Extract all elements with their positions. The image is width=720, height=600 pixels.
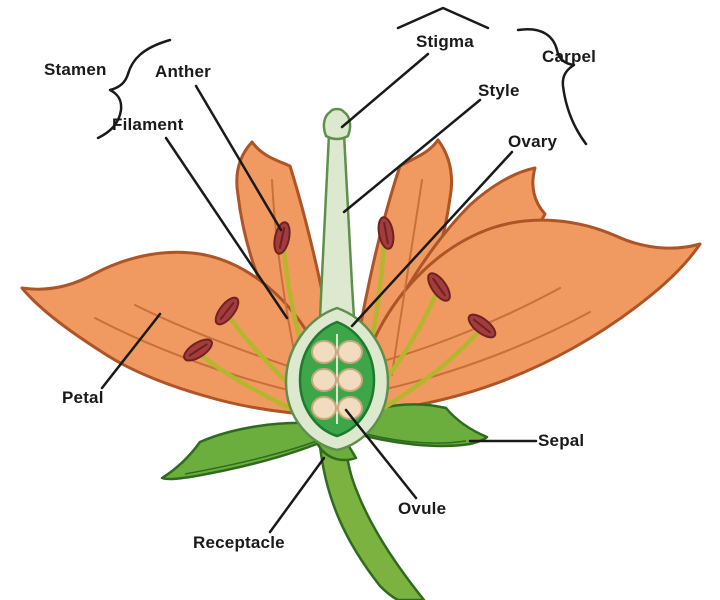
leader-ovary <box>350 150 514 328</box>
label-ovary: Ovary <box>508 132 558 151</box>
stigma-shape <box>322 107 352 141</box>
label-sepal: Sepal <box>538 431 585 450</box>
ovule-6 <box>337 396 363 420</box>
stem <box>318 442 426 600</box>
label-stamen: Stamen <box>44 60 107 79</box>
label-carpel: Carpel <box>542 47 597 66</box>
leader-petal <box>100 312 162 390</box>
label-style: Style <box>478 81 520 100</box>
label-anther: Anther <box>155 62 211 81</box>
bracket-stamen <box>96 38 172 140</box>
ovules-group <box>311 340 363 420</box>
leader-lines <box>100 52 538 534</box>
label-stigma: Stigma <box>416 32 474 51</box>
bracket-carpel <box>516 27 588 146</box>
label-receptacle: Receptacle <box>193 533 285 552</box>
petals-group <box>20 138 702 418</box>
style-shape <box>318 132 356 320</box>
leader-style <box>342 98 482 214</box>
petal-right <box>350 218 702 416</box>
label-filament: Filament <box>112 115 184 134</box>
stem-group <box>318 442 426 600</box>
ovule-1 <box>311 340 337 364</box>
label-petal: Petal <box>62 388 104 407</box>
leader-stigma <box>340 52 430 129</box>
leader-ovule <box>344 408 418 500</box>
ovule-5 <box>311 396 337 420</box>
ovule-2 <box>337 340 363 364</box>
ovule-3 <box>311 368 337 392</box>
anthers-group <box>183 216 497 362</box>
ovule-4 <box>337 368 363 392</box>
leader-filament <box>164 136 289 320</box>
leader-receptacle <box>268 456 326 534</box>
bracket-stigma <box>396 6 490 30</box>
leader-anther <box>194 84 283 232</box>
brackets <box>96 6 588 146</box>
label-ovule: Ovule <box>398 499 447 518</box>
